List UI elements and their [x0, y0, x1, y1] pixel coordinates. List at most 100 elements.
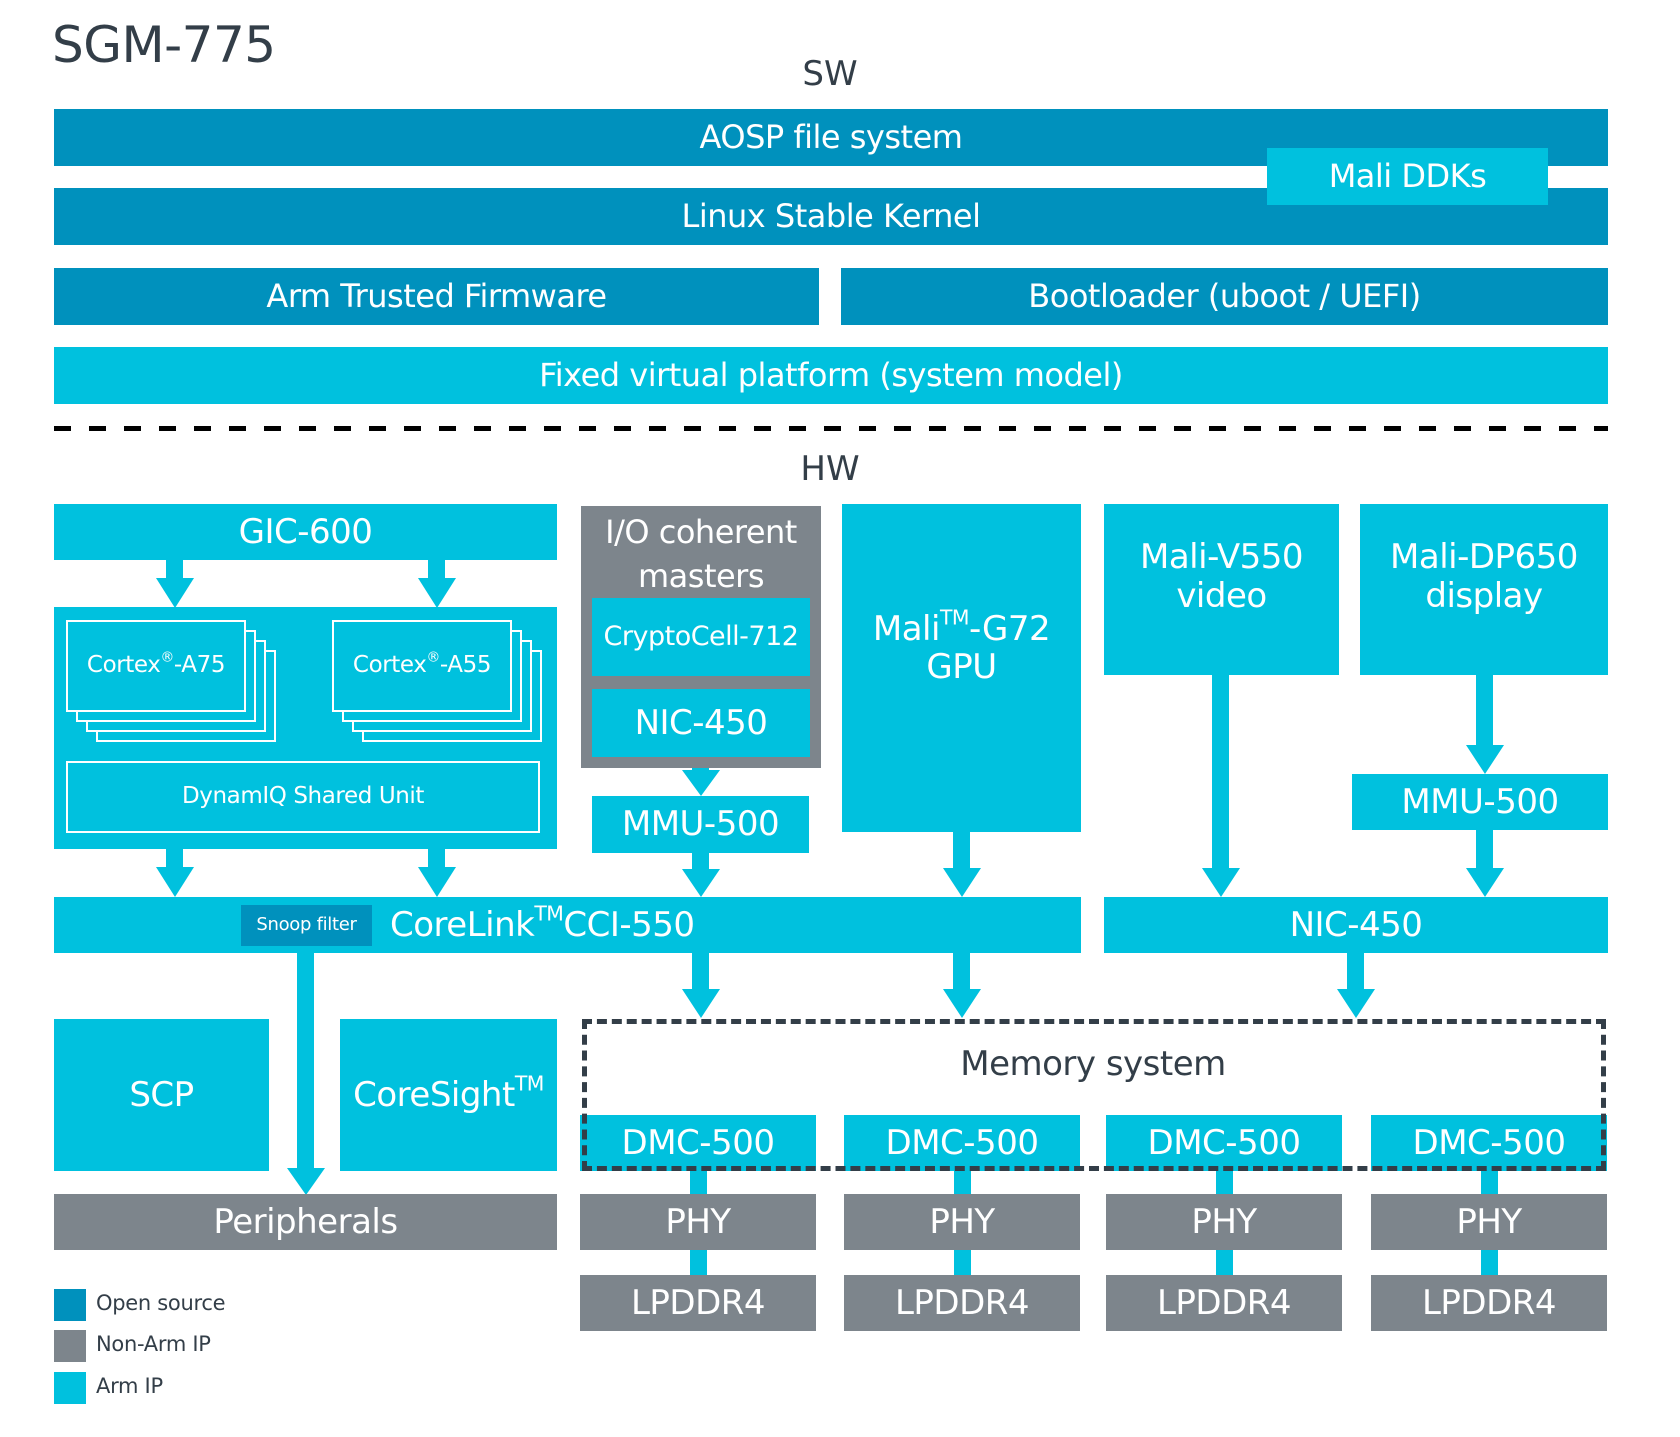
- arrow-cci-to-memory-right-head: [943, 989, 981, 1018]
- gic-600-block: GIC-600: [54, 504, 557, 560]
- dynamiq-shared-unit-block: DynamIQ Shared Unit: [66, 761, 540, 833]
- io-coherent-masters-title-line2: masters: [637, 557, 765, 595]
- legend-label-non-arm-ip: Non-Arm IP: [96, 1332, 211, 1356]
- fixed-virtual-platform-label: Fixed virtual platform (system model): [539, 355, 1123, 394]
- memory-system-label: Memory system: [960, 1044, 1226, 1084]
- arrow-cci-to-peripherals-head: [287, 1168, 325, 1195]
- bootloader-block: Bootloader (uboot / UEFI): [841, 268, 1608, 325]
- sw-hw-divider: [54, 426, 1608, 431]
- arrow-cci-to-memory-left-shaft: [692, 953, 709, 991]
- arrow-gic-to-a75-shaft: [166, 560, 183, 580]
- memory-channel-2-connector-1: [954, 1171, 971, 1194]
- arrow-mmu-to-nic-shaft: [1476, 830, 1493, 870]
- peripherals-block: Peripherals: [54, 1194, 557, 1250]
- memory-system-border-left: [582, 1019, 587, 1171]
- fixed-virtual-platform-block: Fixed virtual platform (system model): [54, 347, 1608, 404]
- lpddr4-4-label: LPDDR4: [1421, 1282, 1557, 1323]
- snoop-filter-label: Snoop filter: [256, 914, 357, 936]
- legend-swatch-open-source: [54, 1289, 86, 1321]
- arrow-gic-to-a55-shaft: [428, 560, 445, 580]
- phy-1-block: PHY: [580, 1194, 816, 1250]
- legend-label-arm-ip: Arm IP: [96, 1374, 163, 1398]
- memory-channel-4-connector-2: [1481, 1250, 1498, 1275]
- mmu-500-left-block: MMU-500: [592, 796, 809, 853]
- arrow-video-to-nic-head: [1202, 868, 1240, 897]
- arrow-gpu-to-cci-shaft: [953, 832, 970, 870]
- nic-450-right-block: NIC-450: [1104, 897, 1608, 953]
- arrow-gic-to-a55-head: [418, 578, 456, 608]
- arm-trusted-firmware-block: Arm Trusted Firmware: [54, 268, 819, 325]
- dmc-500-2-block: DMC-500: [844, 1115, 1080, 1171]
- mmu-500-right-label: MMU-500: [1401, 781, 1559, 822]
- phy-2-block: PHY: [844, 1194, 1080, 1250]
- lpddr4-3-label: LPDDR4: [1156, 1282, 1292, 1323]
- io-coherent-masters-title: I/O coherent masters: [581, 510, 821, 598]
- arrow-cluster-to-cci-right-shaft: [428, 849, 445, 869]
- cortex-a75-card: Cortex®-A75: [66, 620, 246, 712]
- arrow-cluster-to-cci-left-shaft: [166, 849, 183, 869]
- cryptocell-712-block: CryptoCell-712: [592, 598, 810, 676]
- arrow-gic-to-a75-head: [156, 578, 194, 608]
- scp-block: SCP: [54, 1019, 269, 1171]
- memory-channel-4-connector-1: [1481, 1171, 1498, 1194]
- linux-stable-kernel-label: Linux Stable Kernel: [681, 196, 981, 235]
- lpddr4-1-block: LPDDR4: [580, 1275, 816, 1331]
- memory-channel-1-connector-1: [690, 1171, 707, 1194]
- dmc-500-4-block: DMC-500: [1371, 1115, 1607, 1171]
- arrow-gpu-to-cci-head: [943, 868, 981, 897]
- memory-system-border-top: [582, 1019, 1606, 1024]
- mmu-500-left-label: MMU-500: [621, 804, 780, 845]
- phy-3-block: PHY: [1106, 1194, 1342, 1250]
- dmc-500-1-label: DMC-500: [621, 1122, 775, 1163]
- phy-4-label: PHY: [1456, 1201, 1522, 1242]
- cortex-a55-label: Cortex®-A55: [352, 649, 492, 679]
- arm-trusted-firmware-label: Arm Trusted Firmware: [266, 276, 607, 315]
- arrow-display-to-mmu-shaft: [1476, 675, 1493, 747]
- lpddr4-1-label: LPDDR4: [630, 1282, 766, 1323]
- diagram-title: SGM-775: [52, 16, 276, 74]
- arrow-cci-to-peripherals-shaft: [297, 953, 314, 1171]
- lpddr4-2-block: LPDDR4: [844, 1275, 1080, 1331]
- memory-channel-2-connector-2: [954, 1250, 971, 1275]
- snoop-filter-block: Snoop filter: [241, 905, 372, 946]
- hw-section-label: HW: [800, 449, 860, 489]
- phy-1-label: PHY: [665, 1201, 731, 1242]
- memory-channel-1-connector-2: [690, 1250, 707, 1275]
- cortex-a75-label: Cortex®-A75: [86, 649, 226, 679]
- memory-channel-3-connector-1: [1216, 1171, 1233, 1194]
- legend-label-open-source: Open source: [96, 1291, 226, 1315]
- legend-swatch-arm-ip: [54, 1372, 86, 1404]
- mali-ddks-block: Mali DDKs: [1267, 148, 1548, 205]
- io-nic-450-block: NIC-450: [592, 689, 810, 757]
- dynamiq-shared-unit-label: DynamIQ Shared Unit: [181, 783, 425, 810]
- arrow-nic-to-memory-shaft: [1347, 953, 1364, 991]
- arrow-video-to-nic-shaft: [1212, 675, 1229, 870]
- arrow-mmu-to-cci-head: [682, 869, 720, 897]
- memory-system-border-bottom: [582, 1166, 1606, 1171]
- cortex-a55-card: Cortex®-A55: [332, 620, 512, 712]
- dmc-500-3-block: DMC-500: [1106, 1115, 1342, 1171]
- arrow-mmu-to-nic-head: [1466, 868, 1504, 897]
- corelink-cci-550-label: CoreLinkTMCCI-550: [390, 901, 695, 945]
- dmc-500-1-block: DMC-500: [580, 1115, 816, 1171]
- io-nic-450-label: NIC-450: [634, 702, 768, 743]
- memory-channel-3-connector-2: [1216, 1250, 1233, 1275]
- aosp-file-system-label: AOSP file system: [699, 117, 963, 156]
- nic-450-right-label: NIC-450: [1289, 904, 1423, 945]
- io-coherent-masters-title-line1: I/O coherent: [605, 513, 797, 551]
- arrow-display-to-mmu-head: [1466, 745, 1504, 774]
- arrow-cluster-to-cci-left-head: [156, 867, 194, 897]
- aosp-file-system-block: AOSP file system: [54, 109, 1608, 166]
- cryptocell-712-label: CryptoCell-712: [603, 620, 799, 652]
- coresight-block: CoreSightTM: [340, 1019, 557, 1171]
- arrow-mmu-to-cci-shaft: [692, 853, 709, 871]
- sw-section-label: SW: [802, 54, 858, 94]
- mali-ddks-label: Mali DDKs: [1328, 156, 1487, 195]
- legend-swatch-non-arm-ip: [54, 1330, 86, 1362]
- arrow-io-to-mmu-head: [682, 770, 720, 796]
